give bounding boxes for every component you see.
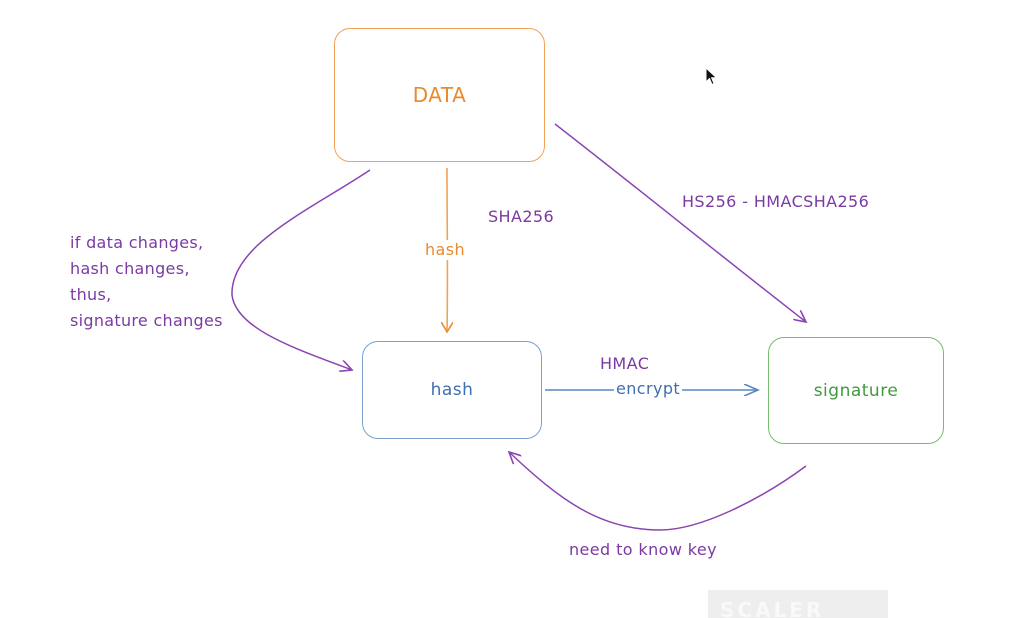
annotation-note: if data changes, hash changes, thus, sig… — [70, 230, 223, 334]
annotation-line: signature changes — [70, 311, 223, 330]
watermark-text: SCALER — [720, 598, 825, 618]
edge-label-hmac: HMAC — [600, 354, 650, 373]
annotation-line: if data changes, — [70, 233, 204, 252]
node-data: DATA — [334, 28, 545, 162]
mouse-pointer-icon — [705, 67, 718, 86]
node-signature-label: signature — [813, 380, 899, 401]
scaler-logo-icon: SCALER — [708, 590, 888, 618]
edge-label-need-key: need to know key — [569, 540, 717, 559]
edge-data-to-hash-curve — [231, 169, 371, 370]
edge-label-sha256: SHA256 — [488, 207, 555, 226]
edge-label-hs256: HS256 - HMACSHA256 — [682, 192, 870, 211]
edge-label-hash: hash — [424, 240, 467, 260]
edge-data-to-signature — [554, 123, 806, 322]
edge-label-encrypt: encrypt — [614, 379, 683, 399]
edge-signature-to-hash — [509, 452, 807, 531]
annotation-line: thus, — [70, 285, 112, 304]
node-signature: signature — [768, 337, 944, 444]
node-data-label: DATA — [412, 83, 467, 107]
node-hash-label: hash — [430, 380, 474, 400]
annotation-line: hash changes, — [70, 259, 190, 278]
node-hash: hash — [362, 341, 542, 439]
